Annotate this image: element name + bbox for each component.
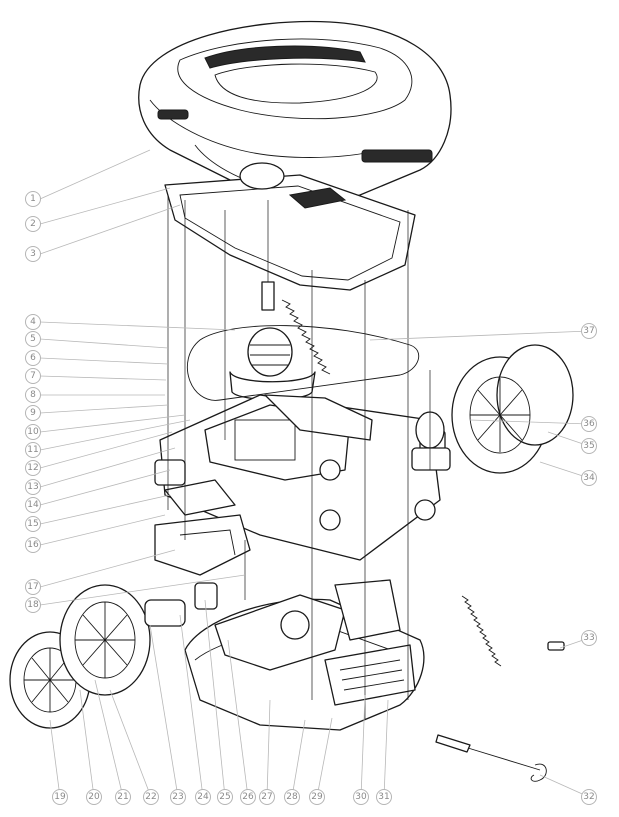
wire-harness: [186, 325, 420, 401]
svg-text:31: 31: [378, 792, 389, 802]
svg-text:13: 13: [27, 482, 38, 492]
callouts-bottom: 19 20 21 22 23 24 25 26 27 28 29 30 31 3…: [52, 789, 597, 805]
svg-text:34: 34: [583, 473, 595, 483]
callout-35: 35: [581, 438, 597, 454]
callout-24: 24: [195, 789, 211, 805]
svg-text:37: 37: [583, 326, 594, 336]
svg-text:32: 32: [583, 792, 594, 802]
callout-10: 10: [25, 424, 41, 440]
svg-text:22: 22: [145, 792, 156, 802]
svg-text:21: 21: [117, 792, 128, 802]
callout-3: 3: [25, 246, 41, 262]
callout-1: 1: [25, 191, 41, 207]
svg-text:29: 29: [311, 792, 323, 802]
callout-15: 15: [25, 516, 41, 532]
callout-20: 20: [86, 789, 102, 805]
svg-text:26: 26: [242, 792, 254, 802]
callout-19: 19: [52, 789, 68, 805]
top-cover: [138, 20, 452, 201]
callout-29: 29: [309, 789, 325, 805]
callout-16: 16: [25, 537, 41, 553]
callout-22: 22: [143, 789, 159, 805]
svg-text:9: 9: [30, 408, 36, 418]
svg-text:8: 8: [30, 390, 36, 400]
callout-18: 18: [25, 597, 41, 613]
callout-26: 26: [240, 789, 256, 805]
callout-36: 36: [581, 416, 597, 432]
callout-8: 8: [25, 387, 41, 403]
cutting-motor: [229, 200, 316, 401]
callouts-left: 1 2 3 4 5 6 7 8 9 10 11 12 13 14 15 16 1…: [25, 191, 41, 613]
svg-text:19: 19: [54, 792, 66, 802]
callouts-right: 33 34 35 36 37: [581, 323, 597, 646]
callout-17: 17: [25, 579, 41, 595]
svg-text:18: 18: [27, 600, 39, 610]
svg-text:24: 24: [197, 792, 209, 802]
callout-12: 12: [25, 460, 41, 476]
svg-text:33: 33: [583, 633, 594, 643]
svg-text:35: 35: [583, 441, 594, 451]
pin-clip: [435, 734, 547, 782]
svg-text:11: 11: [27, 445, 38, 455]
left-wheel: [9, 582, 218, 729]
callout-14: 14: [25, 497, 41, 513]
svg-text:16: 16: [27, 540, 39, 550]
svg-text:28: 28: [286, 792, 298, 802]
lower-brackets: [154, 479, 251, 576]
svg-text:3: 3: [30, 249, 36, 259]
leader-lines: [39, 149, 590, 798]
callout-23: 23: [170, 789, 186, 805]
svg-text:14: 14: [27, 500, 39, 510]
callout-7: 7: [25, 368, 41, 384]
svg-text:7: 7: [30, 371, 36, 381]
callout-25: 25: [217, 789, 233, 805]
assembly-axes: [167, 195, 409, 720]
svg-text:17: 17: [27, 582, 38, 592]
bottom-deck: [184, 579, 425, 731]
spring-upper: [281, 299, 331, 375]
callout-34: 34: [581, 470, 597, 486]
svg-text:23: 23: [172, 792, 183, 802]
svg-text:27: 27: [261, 792, 272, 802]
svg-text:6: 6: [30, 353, 36, 363]
svg-text:25: 25: [219, 792, 230, 802]
callout-11: 11: [25, 442, 41, 458]
svg-text:12: 12: [27, 463, 38, 473]
callout-32: 32: [581, 789, 597, 805]
svg-text:5: 5: [30, 334, 36, 344]
svg-text:15: 15: [27, 519, 38, 529]
callout-2: 2: [25, 216, 41, 232]
svg-text:1: 1: [30, 194, 36, 204]
callout-6: 6: [25, 350, 41, 366]
callout-31: 31: [376, 789, 392, 805]
callout-13: 13: [25, 479, 41, 495]
svg-text:36: 36: [583, 419, 595, 429]
svg-text:4: 4: [30, 317, 36, 327]
svg-text:20: 20: [88, 792, 100, 802]
svg-text:2: 2: [30, 219, 36, 229]
callout-37: 37: [581, 323, 597, 339]
callout-5: 5: [25, 331, 41, 347]
callout-9: 9: [25, 405, 41, 421]
callout-30: 30: [353, 789, 369, 805]
right-wheel: [411, 344, 574, 474]
svg-text:30: 30: [355, 792, 367, 802]
callout-27: 27: [259, 789, 275, 805]
callout-33: 33: [581, 630, 597, 646]
callout-28: 28: [284, 789, 300, 805]
callout-21: 21: [115, 789, 131, 805]
gasket-frame: [164, 162, 416, 291]
callout-4: 4: [25, 314, 41, 330]
spring-rod: [461, 595, 565, 667]
svg-text:10: 10: [27, 427, 39, 437]
